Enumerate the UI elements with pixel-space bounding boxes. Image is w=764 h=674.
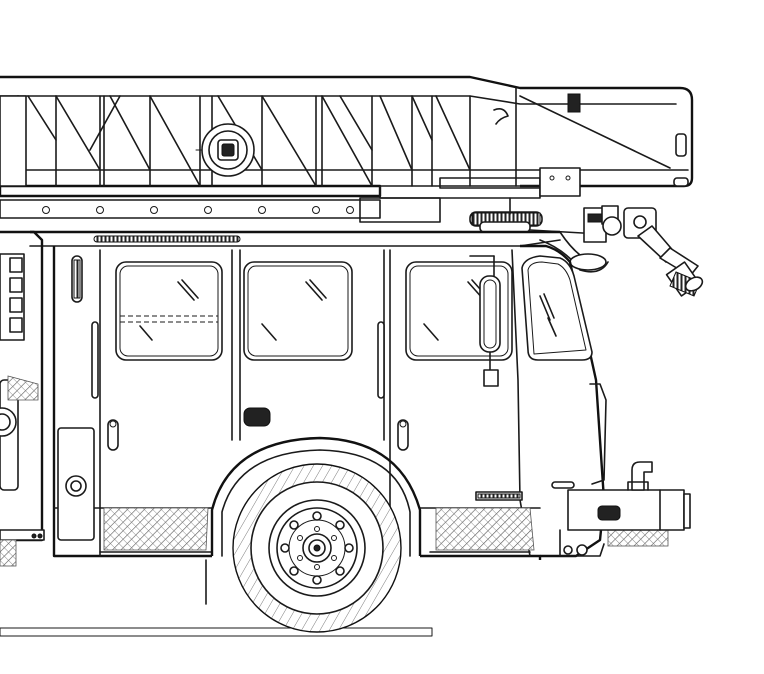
aerial-ladder: [0, 75, 694, 219]
front-bumper: [559, 461, 691, 557]
ladder-posts: [17, 87, 517, 187]
ladder-spotlight: [195, 123, 255, 177]
diamond-plate: [103, 507, 669, 551]
ladder-base: [359, 167, 601, 235]
water-monitor-nozzle: [539, 205, 704, 297]
hub-bolts: [297, 526, 337, 570]
cab-windows: [115, 255, 593, 361]
wheel-fender: [205, 436, 422, 605]
lug-holes: [280, 511, 354, 585]
ground-line: [0, 627, 433, 637]
ladder-truss: [0, 95, 671, 187]
front-wheel: [232, 463, 402, 633]
rail-holes: [42, 206, 354, 214]
side-mirror: [469, 255, 501, 387]
rear-compartment: [0, 230, 45, 567]
door-handles: [57, 255, 575, 541]
